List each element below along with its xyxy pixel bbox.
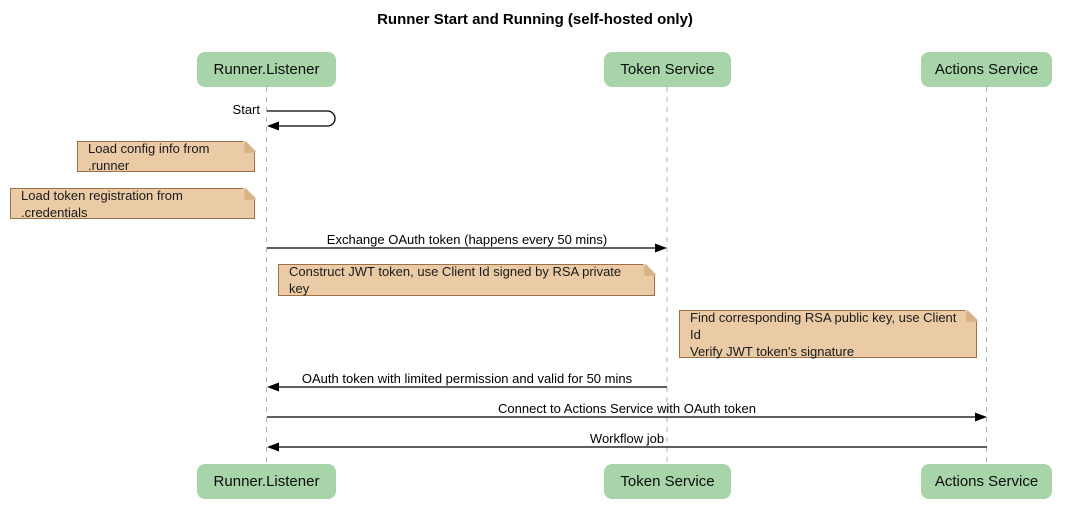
arrowhead-oauth-back bbox=[267, 382, 279, 392]
participant-actions-service-top: Actions Service bbox=[921, 52, 1052, 87]
participant-label: Token Service bbox=[620, 61, 715, 78]
participant-actions-service-bottom: Actions Service bbox=[921, 464, 1052, 499]
participant-runner-listener-top: Runner.Listener bbox=[197, 52, 336, 87]
note-verify-jwt: Find corresponding RSA public key, use C… bbox=[679, 309, 978, 359]
diagram-title: Runner Start and Running (self-hosted on… bbox=[377, 11, 693, 28]
message-label-exchange-oauth: Exchange OAuth token (happens every 50 m… bbox=[326, 232, 608, 247]
participant-token-service-top: Token Service bbox=[604, 52, 731, 87]
note-load-config: Load config info from .runner bbox=[77, 140, 256, 173]
note-construct-jwt: Construct JWT token, use Client Id signe… bbox=[278, 263, 656, 296]
participant-label: Token Service bbox=[620, 473, 715, 490]
participant-label: Runner.Listener bbox=[213, 61, 320, 78]
self-message-arrowhead bbox=[267, 121, 279, 131]
message-label-oauth-back: OAuth token with limited permission and … bbox=[301, 371, 633, 386]
message-label-start: Start bbox=[232, 102, 260, 117]
note-text: Load token registration from .credential… bbox=[21, 187, 183, 220]
participant-runner-listener-bottom: Runner.Listener bbox=[197, 464, 336, 499]
message-label-workflow-job: Workflow job bbox=[589, 431, 665, 446]
arrowhead-exchange-oauth bbox=[655, 243, 667, 253]
participant-label: Actions Service bbox=[934, 61, 1039, 78]
message-label-connect-actions: Connect to Actions Service with OAuth to… bbox=[498, 401, 756, 416]
participant-token-service-bottom: Token Service bbox=[604, 464, 731, 499]
note-load-token-registration: Load token registration from .credential… bbox=[10, 187, 256, 220]
arrowhead-connect-actions bbox=[975, 412, 987, 422]
participant-label: Runner.Listener bbox=[213, 473, 320, 490]
note-text: Load config info from .runner bbox=[88, 140, 210, 173]
self-message-loop bbox=[267, 110, 336, 127]
note-text: Find corresponding RSA public key, use C… bbox=[690, 309, 957, 359]
arrowhead-workflow-job bbox=[267, 442, 279, 452]
note-text: Construct JWT token, use Client Id signe… bbox=[289, 264, 622, 296]
participant-label: Actions Service bbox=[934, 473, 1039, 490]
